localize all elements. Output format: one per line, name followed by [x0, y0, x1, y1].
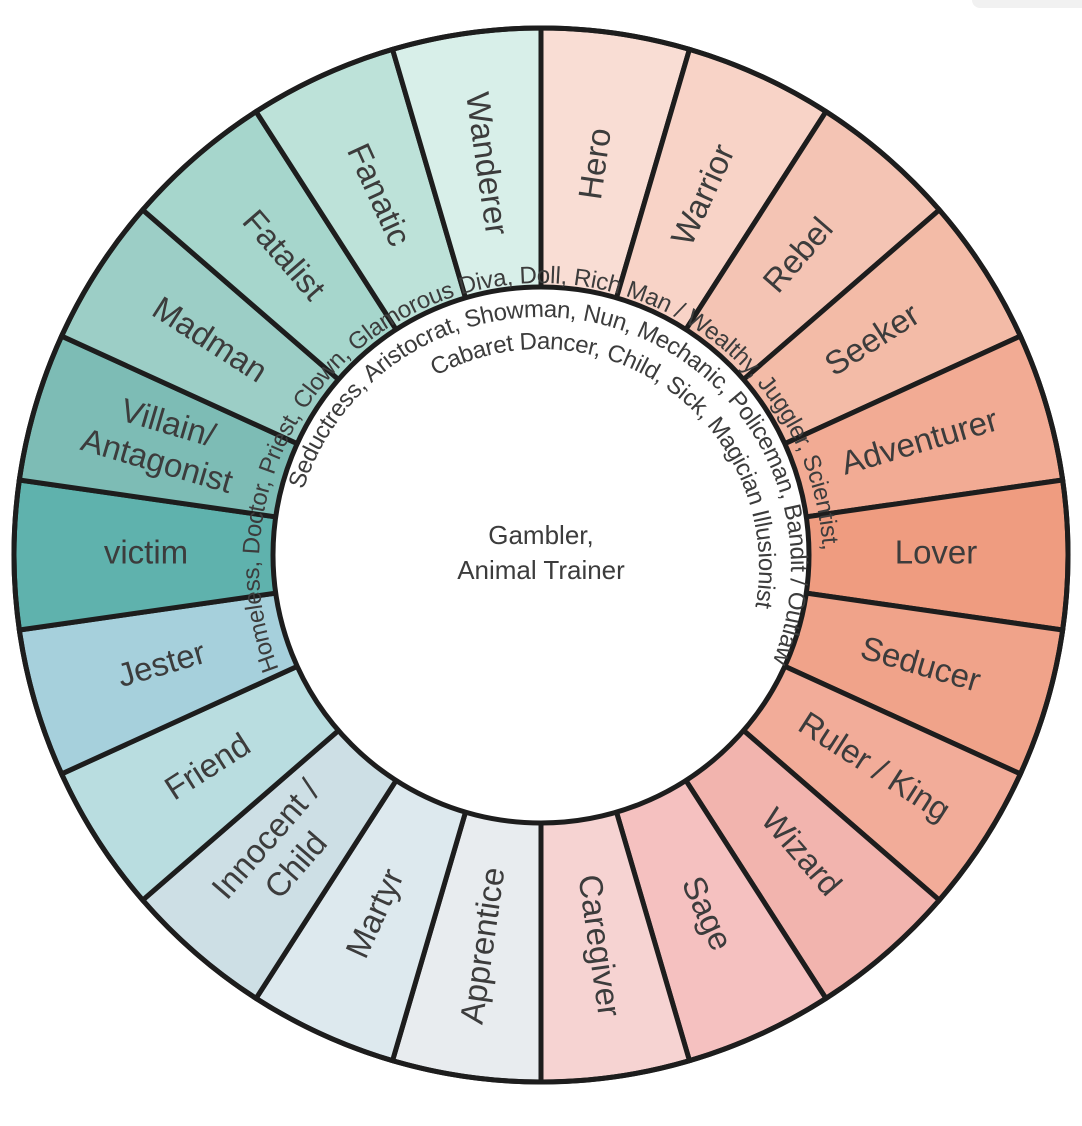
- segment-label-16: victim: [104, 534, 188, 571]
- segment-label-5: Lover: [895, 534, 978, 571]
- outer-border: [11, 25, 1071, 1085]
- center-text-line2: Animal Trainer: [457, 555, 625, 585]
- center-text-line1: Gambler,: [488, 520, 594, 550]
- inner-disc: [270, 284, 812, 826]
- corner-tab: [972, 0, 1082, 8]
